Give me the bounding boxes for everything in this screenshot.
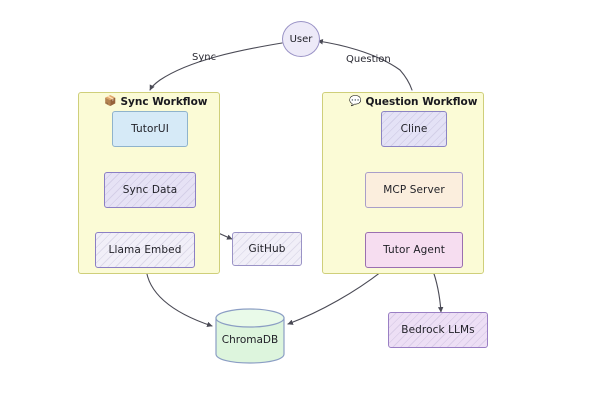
edge-llamaembed-to-chromadb — [145, 267, 213, 328]
edge-tutoragent-to-bedrockllms — [431, 267, 444, 313]
node-label-mcpserver: MCP Server — [383, 183, 445, 196]
node-llamaembed[interactable]: Llama Embed — [95, 232, 195, 268]
edge-tutoragent-to-chromadb — [287, 267, 387, 325]
node-mcpserver[interactable]: MCP Server — [365, 172, 463, 208]
node-label-chromadb: ChromaDB — [221, 334, 279, 346]
subgraph-title-sync-workflow: 📦 Sync Workflow — [104, 96, 208, 108]
node-github[interactable]: GitHub — [232, 232, 302, 266]
edge-user-to-sync-workflow — [149, 42, 283, 91]
subgraph-title-question-workflow: 💬 Question Workflow — [349, 96, 477, 108]
node-tutorui[interactable]: TutorUI — [112, 111, 188, 147]
cylinder-shape — [215, 308, 285, 364]
subgraph-label-sync: Sync Workflow — [120, 96, 208, 108]
edge-label-sync: Sync — [192, 52, 217, 63]
node-tutoragent[interactable]: Tutor Agent — [365, 232, 463, 268]
node-label-user: User — [289, 33, 313, 45]
node-cline[interactable]: Cline — [381, 111, 447, 147]
node-bedrockllms[interactable]: Bedrock LLMs — [388, 312, 488, 348]
node-chromadb[interactable]: ChromaDB — [214, 308, 286, 364]
edge-question-workflow-to-user — [317, 39, 413, 91]
node-label-tutorui: TutorUI — [131, 122, 169, 135]
edge-label-question: Question — [346, 54, 391, 65]
node-label-github: GitHub — [248, 242, 286, 255]
node-label-syncdata: Sync Data — [122, 183, 178, 196]
subgraph-label-question: Question Workflow — [365, 96, 478, 108]
node-user[interactable]: User — [282, 21, 320, 57]
node-label-bedrockllms: Bedrock LLMs — [401, 323, 475, 336]
package-emoji: 📦 — [104, 96, 117, 107]
node-syncdata[interactable]: Sync Data — [104, 172, 196, 208]
node-label-cline: Cline — [400, 122, 428, 135]
speech-balloon-emoji: 💬 — [349, 96, 362, 107]
node-label-tutoragent: Tutor Agent — [383, 243, 445, 256]
node-label-llamaembed: Llama Embed — [108, 243, 182, 256]
